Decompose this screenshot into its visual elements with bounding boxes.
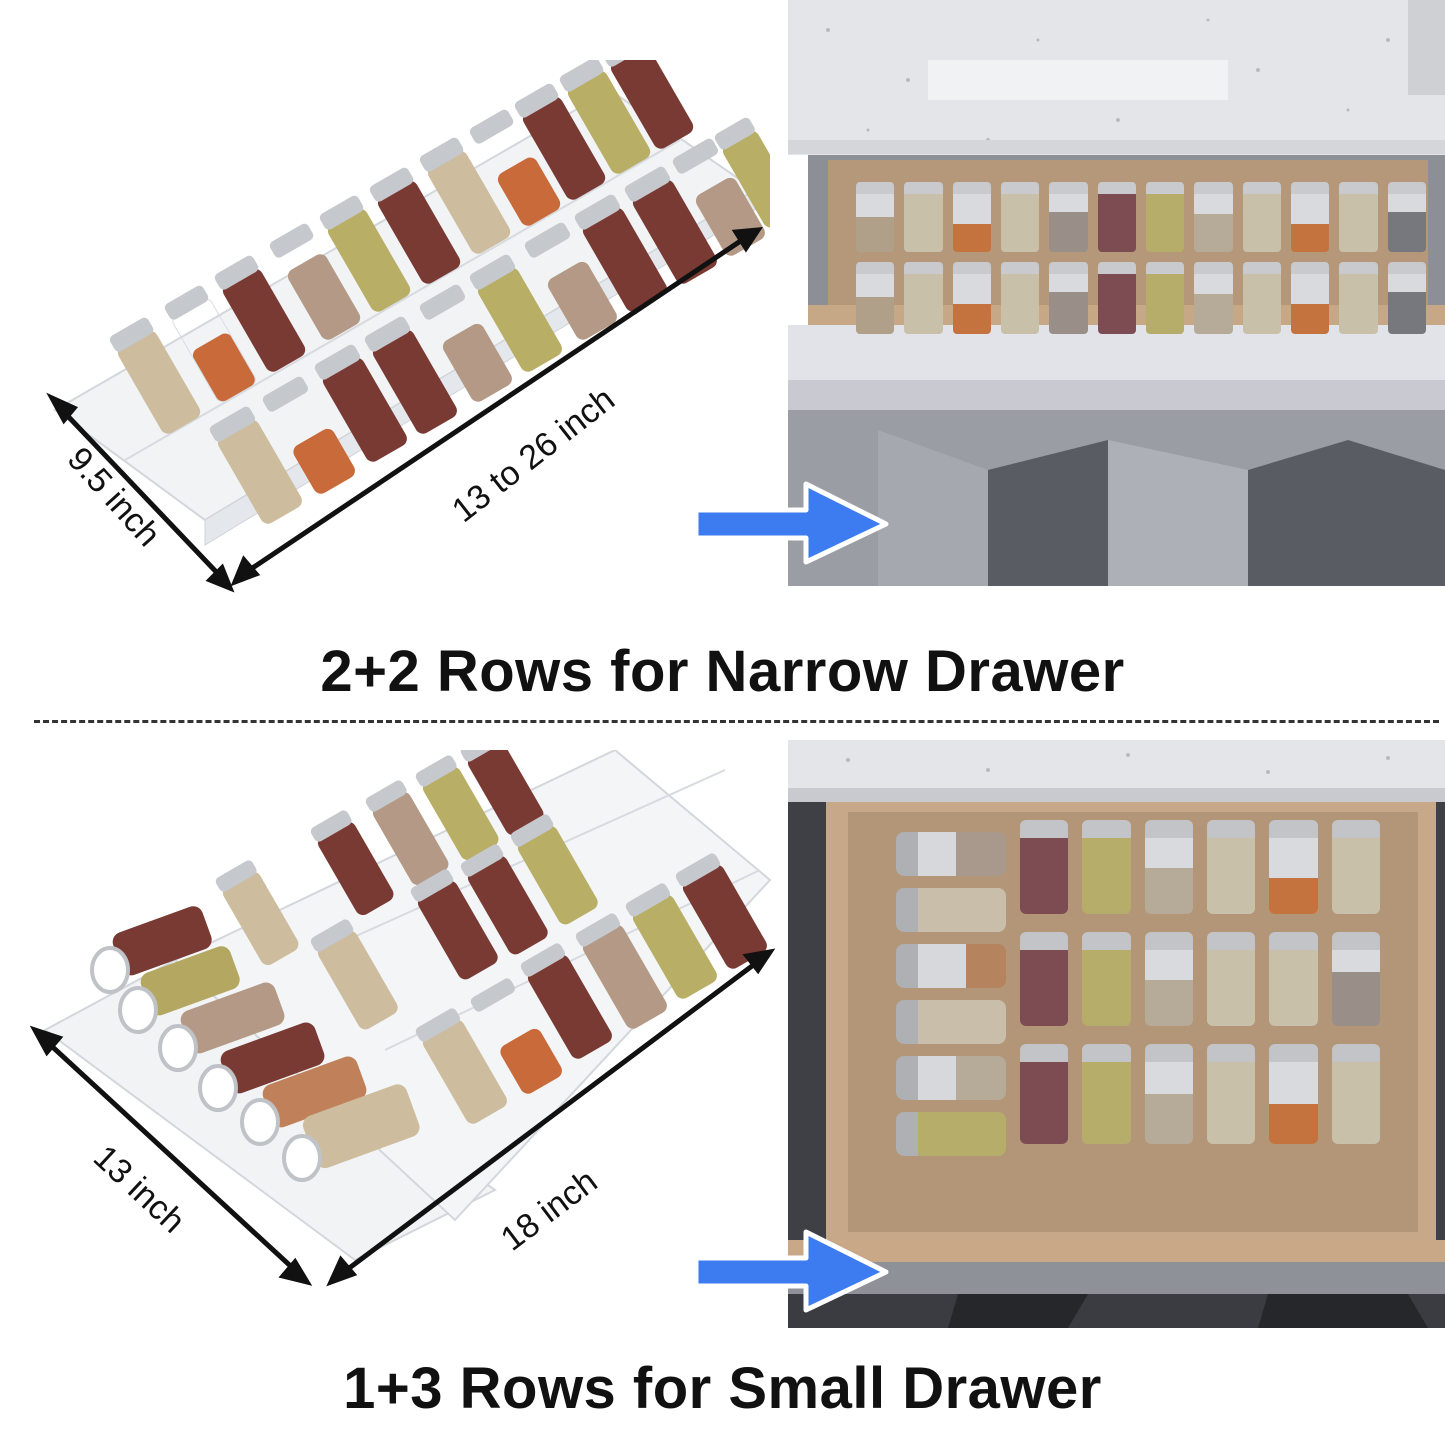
product-render-2plus2: [30, 32, 800, 620]
drawer-photo-narrow: [788, 0, 1445, 586]
depth-dimension-arrow: [29, 1025, 313, 1286]
product-render-1plus3: [25, 730, 785, 1290]
drawer-photo-small: [788, 740, 1445, 1328]
length-dimension-arrow: [326, 948, 776, 1287]
length-dimension-arrow: [230, 227, 763, 587]
section-divider: [34, 720, 1439, 723]
jar-grid-small: [1020, 820, 1380, 1144]
spice-rack-illustration: [46, 32, 800, 593]
caption-small-drawer: 1+3 Rows for Small Drawer: [343, 1356, 1102, 1421]
side-jar-column: [896, 832, 1006, 1156]
right-arrow-icon: [694, 1229, 889, 1313]
spice-rack-illustration: [29, 730, 776, 1287]
depth-dimension-arrow: [46, 392, 235, 593]
caption-narrow-drawer: 2+2 Rows for Narrow Drawer: [320, 639, 1125, 704]
jar-grid-narrow: [856, 182, 1426, 342]
right-arrow-icon: [694, 481, 889, 565]
